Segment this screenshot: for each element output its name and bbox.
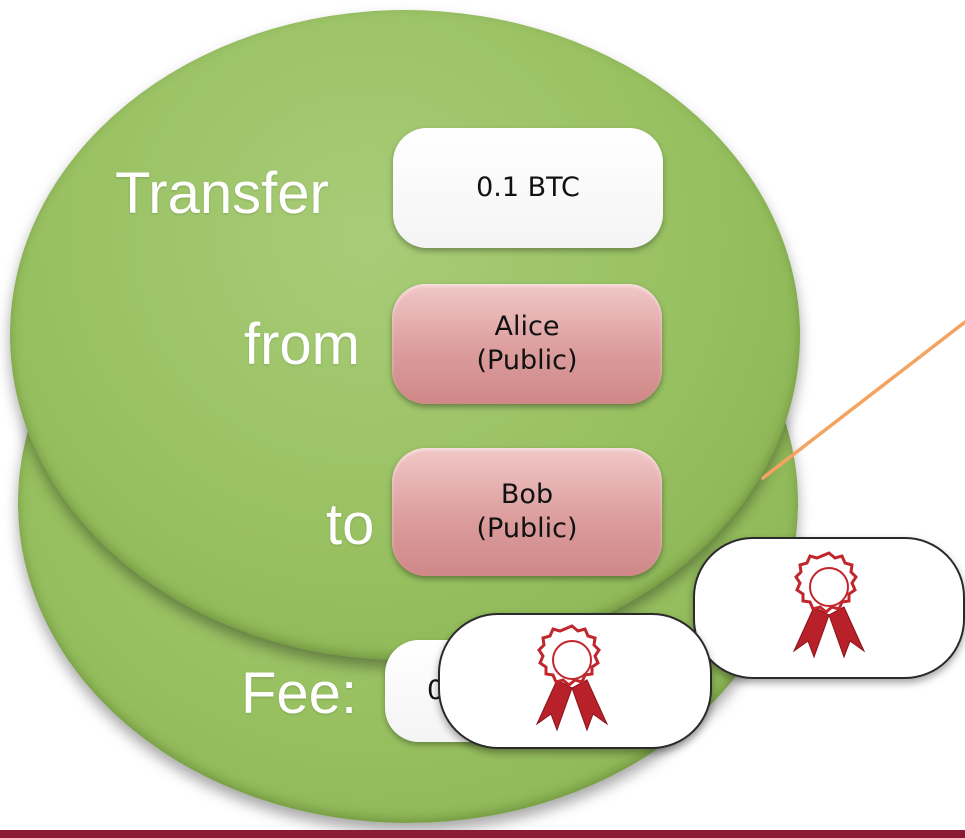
bottom-bar: [0, 830, 965, 838]
to-kind: (Public): [476, 513, 578, 544]
to-label: to: [326, 492, 375, 557]
transfer-label: Transfer: [115, 161, 329, 226]
from-name: Alice: [494, 311, 560, 343]
from-box: Alice (Public): [392, 284, 662, 404]
amount-box: 0.1 BTC: [393, 128, 663, 248]
award-ribbon-icon: [792, 551, 866, 659]
from-label: from: [244, 312, 360, 377]
to-box: Bob (Public): [392, 448, 662, 576]
from-kind: (Public): [476, 345, 578, 376]
to-name: Bob: [500, 479, 554, 511]
fee-label: Fee:: [241, 661, 358, 726]
award-ribbon-icon: [535, 624, 609, 732]
amount-value: 0.1 BTC: [476, 172, 580, 204]
